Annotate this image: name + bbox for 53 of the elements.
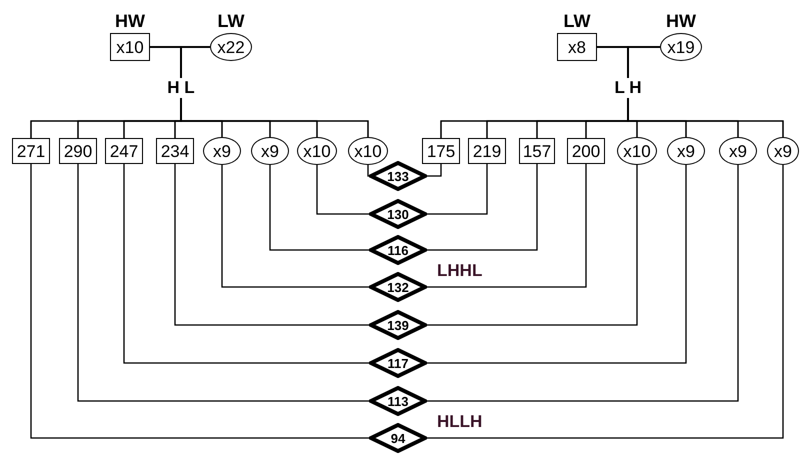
oval-node: x9 — [767, 137, 799, 165]
heading-label: LW — [564, 11, 590, 31]
connector-line — [123, 164, 370, 364]
square-node: x10 — [110, 33, 150, 61]
square-node: 157 — [519, 138, 555, 164]
connector-line — [426, 165, 784, 439]
oval-node: x9 — [251, 137, 289, 165]
square-node: 200 — [567, 138, 605, 164]
square-node: 271 — [12, 138, 50, 164]
connector-line — [174, 164, 370, 326]
pattern-label: HLLH — [437, 412, 482, 432]
connector-line — [426, 165, 739, 402]
connector-line — [627, 46, 784, 137]
oval-node: x10 — [348, 137, 388, 165]
connector-line — [221, 165, 370, 288]
heading-label: LW — [218, 11, 244, 31]
oval-node: x19 — [660, 33, 702, 61]
connector-line — [426, 164, 442, 177]
square-node: 290 — [59, 138, 97, 164]
connector-line — [269, 165, 370, 251]
heading-label: HW — [115, 11, 145, 31]
connector-line — [426, 165, 687, 364]
pattern-label: LHHL — [437, 261, 482, 281]
connector-line — [426, 164, 488, 215]
oval-node: x9 — [719, 137, 757, 165]
diamond-node: 94 — [369, 423, 427, 453]
diamond-node: 113 — [369, 386, 427, 416]
diamond-node: 116 — [369, 235, 427, 265]
oval-node: x10 — [617, 137, 657, 165]
oval-node: x22 — [210, 33, 252, 61]
connector-line — [426, 164, 538, 251]
connector-line — [426, 164, 587, 288]
square-node: 234 — [156, 138, 194, 164]
diamond-node: 139 — [369, 310, 427, 340]
square-node: 175 — [422, 138, 460, 164]
cross-label: L H — [613, 78, 643, 98]
cross-label: H L — [166, 78, 196, 98]
connector-line — [77, 164, 370, 402]
connector-line — [426, 165, 638, 326]
connector-line — [30, 164, 370, 439]
oval-node: x9 — [203, 137, 241, 165]
square-node: 247 — [105, 138, 143, 164]
square-node: 219 — [468, 138, 506, 164]
diamond-node: 117 — [369, 348, 427, 378]
connector-line — [367, 165, 370, 177]
connector-line — [316, 165, 370, 215]
diamond-node: 133 — [369, 161, 427, 191]
diamond-node: 132 — [369, 272, 427, 302]
oval-node: x10 — [297, 137, 337, 165]
square-node: x8 — [557, 33, 597, 61]
heading-label: HW — [666, 11, 696, 31]
oval-node: x9 — [667, 137, 705, 165]
diamond-node: 130 — [369, 199, 427, 229]
